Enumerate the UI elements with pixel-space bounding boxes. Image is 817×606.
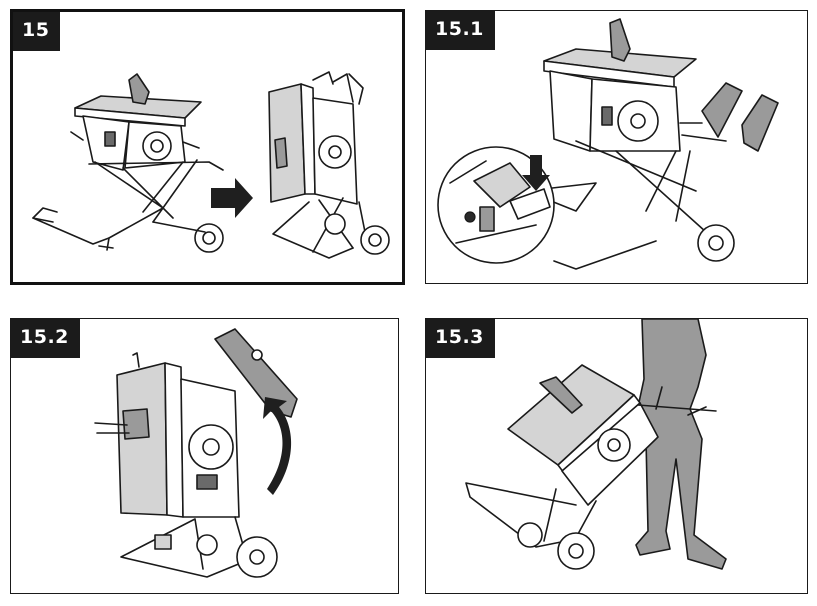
illustration-release-lever-detail (426, 11, 808, 284)
step-panel-15-2: 15.2 (10, 318, 399, 594)
table-saw-working-position (33, 74, 223, 252)
carry-handles (680, 83, 778, 151)
wheel (237, 537, 277, 577)
table-saw-upright (95, 353, 239, 517)
step-panel-15-1: 15.1 (425, 10, 808, 284)
illustration-lift-to-upright (11, 319, 399, 594)
direction-arrow (211, 178, 253, 218)
table-saw-on-stand (544, 19, 716, 269)
illustration-saw-working-to-upright (13, 12, 405, 285)
table-saw-upright-position (269, 72, 389, 258)
step-panel-15: 15 (10, 9, 405, 285)
magnified-detail-circle (438, 147, 596, 263)
wheel (558, 533, 594, 569)
step-panel-15-3: 15.3 (425, 318, 808, 594)
illustration-roll-saw (426, 319, 808, 594)
wheel (698, 225, 734, 261)
